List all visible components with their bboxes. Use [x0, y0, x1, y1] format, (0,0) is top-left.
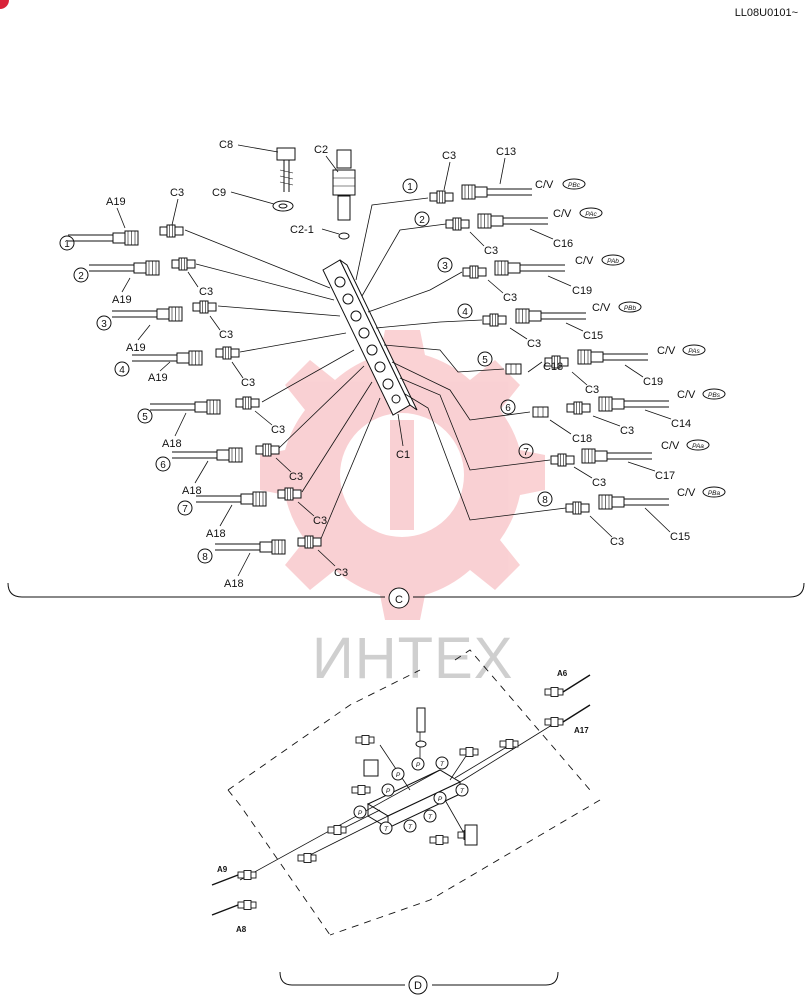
label-cv: C/V [657, 345, 676, 357]
port-t-tag: T [440, 761, 445, 768]
label-fitting-c3: C3 [219, 329, 233, 341]
port-t-tag: T [408, 824, 413, 831]
label-fitting-c3: C3 [484, 245, 498, 257]
label-fitting-c3: C3 [289, 471, 303, 483]
row-number: 3 [442, 261, 448, 272]
watermark-logo [260, 330, 545, 620]
label-fitting-c3: C3 [527, 338, 541, 350]
label-hose-c15: C15 [670, 531, 690, 543]
label-hose-c16: C16 [553, 238, 573, 250]
label-cv: C/V [535, 179, 554, 191]
label-fitting-c3: C3 [592, 477, 606, 489]
document-code: LL08U0101~ [734, 7, 798, 19]
label-hose-c17: C17 [655, 470, 675, 482]
port-tag: PBc [568, 182, 581, 189]
label-hose-a19: A19 [126, 342, 146, 354]
port-tag: PAs [688, 348, 700, 355]
label-hose-c19: C19 [643, 376, 663, 388]
label-fitting-c3: C3 [334, 567, 348, 579]
label-hose-c13: C13 [496, 146, 516, 158]
label-hose-a18: A18 [162, 438, 182, 450]
port-tag: PBs [708, 392, 721, 399]
label-hose-c15: C15 [583, 330, 603, 342]
port-tag: PAa [692, 443, 704, 450]
port-tag: PBa [708, 490, 721, 497]
label-fitting-c3: C3 [170, 187, 184, 199]
port-t-tag: T [428, 814, 433, 821]
label-c1: C1 [396, 449, 410, 461]
port-tag: PAc [585, 211, 597, 218]
label-fitting-c3: C3 [271, 424, 285, 436]
label-fitting-c3: C3 [313, 515, 327, 527]
port-p-tag: P [386, 788, 391, 795]
label-c8: C8 [219, 139, 233, 151]
label-cv: C/V [677, 389, 696, 401]
label-hose-a19: A19 [112, 294, 132, 306]
label-adapter-c18: C18 [543, 361, 563, 373]
label-hose-a18: A18 [206, 528, 226, 540]
label-hose-a6: A6 [557, 669, 568, 678]
port-p-tag: P [396, 772, 401, 779]
label-fitting-c3: C3 [585, 384, 599, 396]
row-number: 2 [78, 271, 84, 282]
label-hose-a18: A18 [182, 485, 202, 497]
row-number: 8 [542, 495, 548, 506]
row-number: 8 [202, 552, 208, 563]
label-hose-a19: A19 [106, 196, 126, 208]
label-cv: C/V [553, 208, 572, 220]
section-c-marker: C [395, 594, 403, 606]
port-tag: PAb [607, 258, 619, 265]
label-fitting-c3: C3 [241, 377, 255, 389]
label-hose-c19: C19 [572, 285, 592, 297]
port-p-tag: P [416, 762, 421, 769]
label-fitting-c3: C3 [199, 286, 213, 298]
label-fitting-c3: C3 [610, 536, 624, 548]
row-number: 5 [482, 355, 488, 366]
label-cv: C/V [677, 487, 696, 499]
label-fitting-c3: C3 [442, 150, 456, 162]
label-c2-1: C2-1 [290, 224, 314, 236]
label-fitting-c3: C3 [620, 425, 634, 437]
section-c-bracket: C [7, 582, 805, 609]
row-number: 5 [142, 412, 148, 423]
section-d-marker: D [414, 980, 422, 992]
label-cv: C/V [575, 255, 594, 267]
port-t-tag: T [460, 788, 465, 795]
port-t-tag: T [384, 826, 389, 833]
row-number: 2 [419, 215, 425, 226]
row-number: 3 [101, 319, 107, 330]
row-number: 1 [407, 182, 413, 193]
label-fitting-c3: C3 [503, 292, 517, 304]
left-hose-group [67, 224, 381, 555]
label-adapter-c18: C18 [572, 433, 592, 445]
section-d-bracket: D [279, 971, 559, 995]
label-hose-a8: A8 [236, 925, 247, 934]
row-number: 4 [462, 307, 468, 318]
row-number: 6 [505, 403, 511, 414]
row-number: 7 [523, 447, 529, 458]
row-number: 4 [119, 365, 125, 376]
row-number: 7 [182, 504, 188, 515]
label-hose-a9: A9 [217, 865, 228, 874]
label-hose-a19: A19 [148, 372, 168, 384]
label-c2: C2 [314, 144, 328, 156]
label-hose-a18: A18 [224, 578, 244, 590]
port-tag: PBb [624, 305, 637, 312]
label-cv: C/V [592, 302, 611, 314]
manifold-block-c1 [272, 147, 418, 416]
row-number: 6 [160, 460, 166, 471]
port-p-tag: P [438, 796, 443, 803]
section-d-assembly [211, 649, 601, 936]
right-hose-group [355, 184, 670, 521]
row-number: 1 [64, 239, 70, 250]
corner-badge [0, 0, 9, 9]
label-hose-a17: A17 [574, 726, 589, 735]
watermark-text: ИНТЕХ [312, 626, 513, 691]
label-cv: C/V [661, 440, 680, 452]
port-p-tag: P [358, 810, 363, 817]
label-hose-c14: C14 [671, 418, 691, 430]
label-c9: C9 [212, 187, 226, 199]
